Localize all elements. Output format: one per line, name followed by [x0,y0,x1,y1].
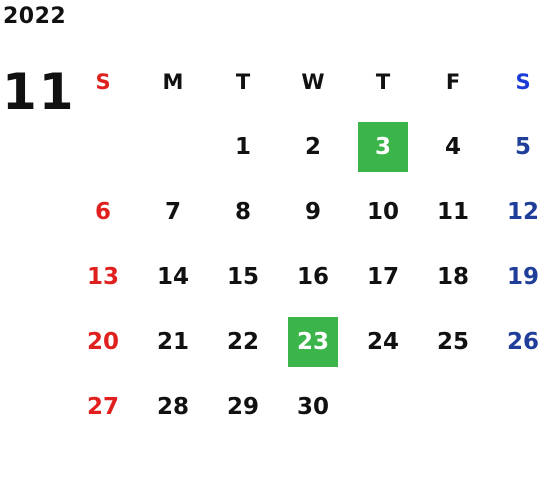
week-row-1: 1 2 3 4 5 [68,122,548,187]
calendar-grid: S M T W T F S 1 2 3 4 5 6 7 8 9 10 11 12… [68,57,548,447]
week-row-3: 13 14 15 16 17 18 19 [68,252,548,317]
day-cell [148,122,198,172]
weekday-header-row: S M T W T F S [68,57,548,122]
day-cell[interactable]: 11 [436,199,469,225]
day-cell [428,382,478,432]
day-cell[interactable]: 19 [506,264,539,290]
day-cell [498,382,548,432]
day-cell[interactable]: 14 [156,264,189,290]
day-cell-highlighted[interactable]: 23 [288,317,338,367]
day-cell[interactable]: 22 [226,329,259,355]
week-row-2: 6 7 8 9 10 11 12 [68,187,548,252]
weekday-friday: F [445,70,461,94]
day-cell[interactable]: 17 [366,264,399,290]
day-cell[interactable]: 2 [304,134,321,160]
day-cell[interactable]: 16 [296,264,329,290]
day-cell-highlighted[interactable]: 3 [358,122,408,172]
day-cell[interactable]: 28 [156,394,189,420]
day-cell[interactable]: 4 [444,134,461,160]
day-cell[interactable]: 27 [86,394,119,420]
day-cell[interactable]: 21 [156,329,189,355]
day-cell[interactable]: 24 [366,329,399,355]
year-label: 2022 [3,4,67,29]
day-cell[interactable]: 6 [94,199,111,225]
day-cell[interactable]: 8 [234,199,251,225]
day-cell[interactable]: 25 [436,329,469,355]
weekday-sunday: S [95,70,111,94]
month-label: 11 [2,63,76,121]
day-cell[interactable]: 20 [86,329,119,355]
weekday-saturday: S [515,70,531,94]
day-cell[interactable]: 7 [164,199,181,225]
day-cell[interactable]: 26 [506,329,539,355]
week-row-4: 20 21 22 23 24 25 26 [68,317,548,382]
day-cell [78,122,128,172]
day-cell[interactable]: 18 [436,264,469,290]
day-cell[interactable]: 29 [226,394,259,420]
day-cell[interactable]: 15 [226,264,259,290]
day-cell[interactable]: 13 [86,264,119,290]
weekday-wednesday: W [301,70,325,94]
weekday-monday: M [162,70,184,94]
week-row-5: 27 28 29 30 [68,382,548,447]
weekday-tuesday: T [235,70,251,94]
weekday-thursday: T [375,70,391,94]
day-cell[interactable]: 10 [366,199,399,225]
day-cell [358,382,408,432]
day-cell[interactable]: 1 [234,134,251,160]
day-cell[interactable]: 30 [296,394,329,420]
day-cell[interactable]: 5 [514,134,531,160]
day-cell[interactable]: 12 [506,199,539,225]
day-cell[interactable]: 9 [304,199,321,225]
